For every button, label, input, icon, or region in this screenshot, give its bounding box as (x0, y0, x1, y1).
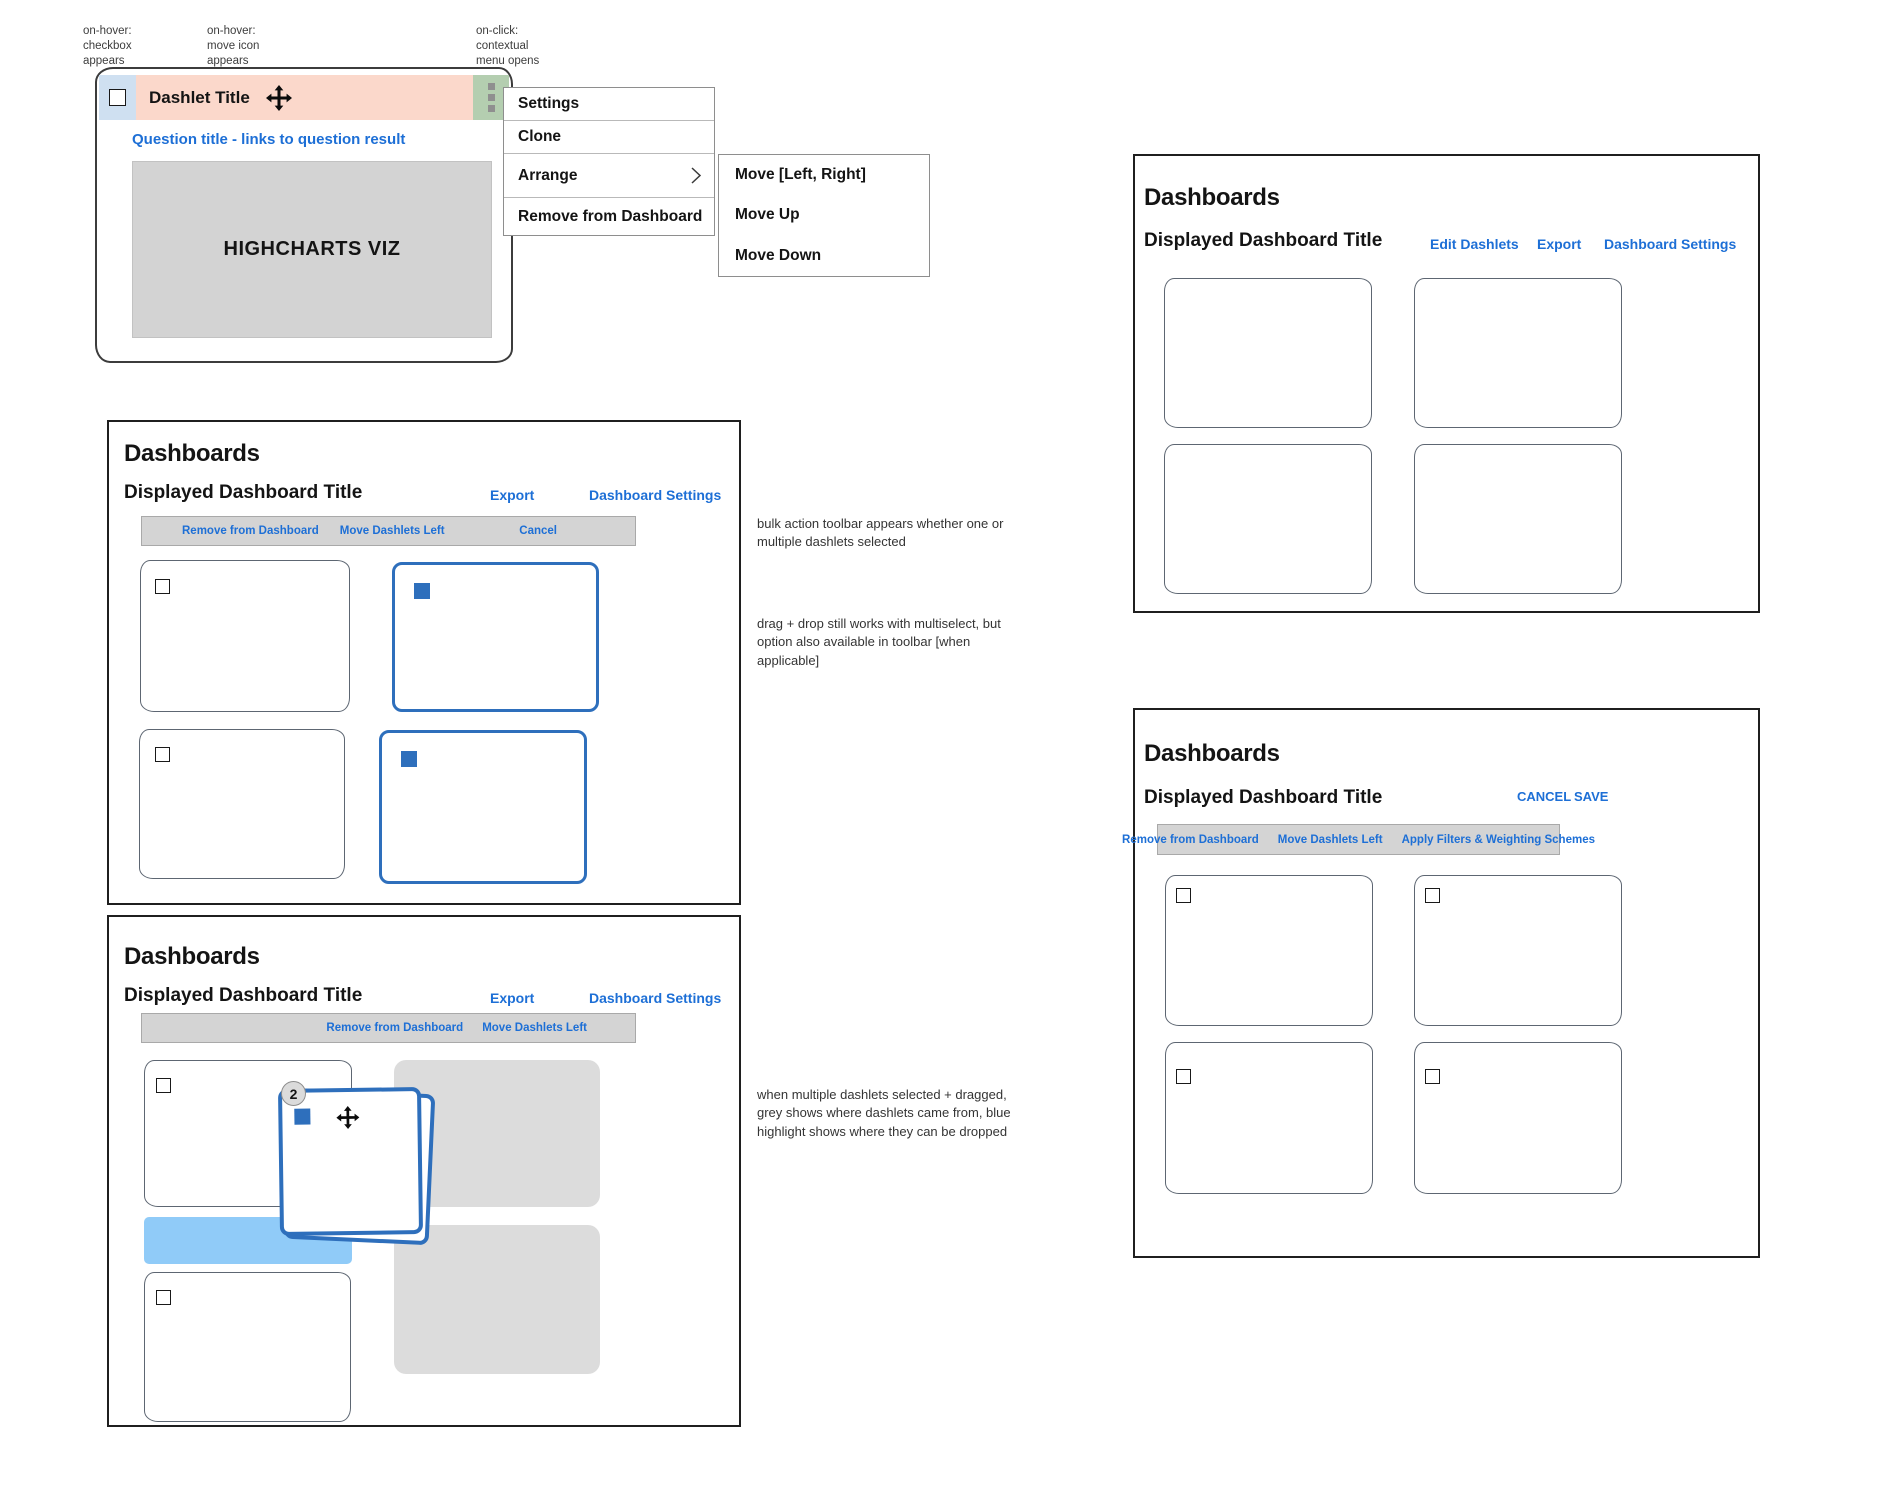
dashlet-card[interactable] (139, 729, 345, 879)
dashlet-checkbox-checked (294, 1108, 311, 1125)
page-title: Dashboards (124, 943, 260, 970)
dashlet-card-selected[interactable] (379, 730, 587, 884)
annotation-click-menu: on-click: contextual menu opens (476, 25, 540, 68)
export-link[interactable]: Export (490, 990, 535, 1006)
dashlet-checkbox[interactable] (156, 1078, 171, 1093)
toolbar-remove-link[interactable]: Remove from Dashboard (1122, 833, 1259, 846)
dragged-dashlet-stack[interactable]: 2 (275, 1081, 447, 1255)
submenu-chevron-icon (690, 166, 702, 185)
submenu-item-move-down[interactable]: Move Down (719, 236, 929, 276)
menu-item-label: Move Down (735, 246, 822, 264)
dashboard-title: Displayed Dashboard Title (1144, 230, 1383, 251)
annotation-hover-checkbox: on-hover: checkbox appears (83, 25, 132, 68)
bulk-action-toolbar: Remove from Dashboard Move Dashlets Left… (141, 516, 636, 546)
cancel-link[interactable]: CANCEL (1517, 789, 1572, 804)
drag-count-badge: 2 (281, 1081, 306, 1106)
toolbar-remove-link[interactable]: Remove from Dashboard (326, 1022, 464, 1034)
panel-dashboards-edit: Dashboards Displayed Dashboard Title CAN… (1122, 708, 1760, 1258)
dashboard-settings-link[interactable]: Dashboard Settings (1604, 236, 1737, 252)
context-menu: Settings Clone Arrange Remove from Dashb… (503, 87, 715, 236)
submenu-item-move-up[interactable]: Move Up (719, 195, 929, 235)
viz-label: HIGHCHARTS VIZ (223, 238, 401, 260)
menu-item-label: Settings (518, 95, 580, 112)
question-title-link[interactable]: Question title - links to question resul… (132, 131, 406, 148)
dashlet-preview-card: Dashlet Title Question title - links to … (95, 67, 513, 363)
submenu-item-move-left-right[interactable]: Move [Left, Right] (719, 155, 929, 195)
panel-dashboards-multiselect: Dashboards Displayed Dashboard Title Exp… (107, 420, 741, 905)
move-icon (336, 1106, 360, 1130)
annotation-multi-drag: when multiple dashlets selected + dragge… (757, 1087, 1011, 1139)
dashlet-checkbox[interactable] (1176, 1069, 1191, 1084)
toolbar-remove-link[interactable]: Remove from Dashboard (182, 525, 319, 537)
menu-item-label: Move [Left, Right] (735, 166, 866, 184)
move-icon[interactable] (265, 84, 292, 111)
toolbar-move-left-link[interactable]: Move Dashlets Left (1277, 833, 1383, 846)
export-link[interactable]: Export (490, 487, 535, 503)
dashlet-title: Dashlet Title (149, 87, 250, 107)
menu-item-clone[interactable]: Clone (504, 121, 714, 154)
dashlet-card[interactable] (1414, 444, 1622, 594)
save-link[interactable]: SAVE (1574, 789, 1609, 804)
dashlet-checkbox[interactable] (109, 89, 126, 106)
dashlet-title-bar[interactable]: Dashlet Title (136, 75, 473, 120)
dashlet-card-selected[interactable] (392, 562, 599, 712)
dashlet-checkbox[interactable] (1176, 888, 1191, 903)
annotation-bulk-toolbar: bulk action toolbar appears whether one … (757, 516, 1004, 550)
dashboard-settings-link[interactable]: Dashboard Settings (589, 990, 722, 1006)
dashlet-checkbox[interactable] (156, 1290, 171, 1305)
dashlet-checkbox-zone (99, 75, 136, 120)
dashboard-title: Displayed Dashboard Title (1144, 787, 1383, 808)
menu-item-label: Move Up (735, 206, 800, 224)
toolbar-move-left-link[interactable]: Move Dashlets Left (482, 1022, 587, 1034)
bulk-action-toolbar: Remove from Dashboard Move Dashlets Left… (1122, 824, 1595, 855)
edit-dashlets-link[interactable]: Edit Dashlets (1430, 236, 1519, 252)
dashboard-settings-link[interactable]: Dashboard Settings (589, 487, 722, 503)
toolbar-move-left-link[interactable]: Move Dashlets Left (339, 525, 445, 537)
toolbar-cancel-link[interactable]: Cancel (519, 525, 557, 537)
dashboard-title: Displayed Dashboard Title (124, 985, 363, 1006)
dashlet-checkbox-checked[interactable] (401, 751, 417, 767)
dashlet-card[interactable] (1165, 1042, 1373, 1194)
dashlet-checkbox[interactable] (155, 579, 170, 594)
dashlet-card[interactable] (140, 560, 350, 712)
page-title: Dashboards (1144, 740, 1280, 767)
annotation-hover-move: on-hover: move icon appears (207, 25, 260, 68)
context-submenu: Move [Left, Right] Move Up Move Down (718, 154, 930, 277)
annotation-drag-drop: drag + drop still works with multiselect… (757, 616, 1001, 668)
dashlet-ghost-origin (394, 1225, 600, 1374)
panel-dashboards-view: Dashboards Displayed Dashboard Title Edi… (1133, 154, 1760, 613)
dashlet-card[interactable] (1414, 875, 1622, 1026)
dashlet-card[interactable] (144, 1272, 351, 1422)
dashlet-checkbox[interactable] (1425, 1069, 1440, 1084)
page-title: Dashboards (124, 440, 260, 467)
dashlet-card[interactable] (1165, 875, 1373, 1026)
dashlet-header: Dashlet Title (99, 75, 509, 120)
dashlet-card[interactable] (1164, 444, 1372, 594)
dashlet-card[interactable] (1414, 1042, 1622, 1194)
menu-item-label: Arrange (518, 166, 578, 184)
menu-item-label: Clone (518, 128, 562, 145)
dragged-dashlet-front (277, 1087, 424, 1236)
dashlet-checkbox[interactable] (155, 747, 170, 762)
menu-item-remove-from-dashboard[interactable]: Remove from Dashboard (504, 198, 714, 235)
toolbar-apply-filters-link[interactable]: Apply Filters & Weighting Schemes (1401, 833, 1595, 846)
menu-item-settings[interactable]: Settings (504, 88, 714, 121)
dashboard-title: Displayed Dashboard Title (124, 482, 363, 503)
page-title: Dashboards (1144, 184, 1280, 211)
highcharts-viz-placeholder: HIGHCHARTS VIZ (132, 161, 492, 338)
dashlet-card[interactable] (1164, 278, 1372, 428)
menu-item-label: Remove from Dashboard (518, 207, 703, 225)
panel-dashboards-drag: Dashboards Displayed Dashboard Title Exp… (107, 915, 741, 1427)
dashlet-checkbox-checked[interactable] (414, 583, 430, 599)
export-link[interactable]: Export (1537, 236, 1582, 252)
dashlet-card[interactable] (1414, 278, 1622, 428)
bulk-action-toolbar: Remove from Dashboard Move Dashlets Left (141, 1013, 636, 1043)
dashlet-checkbox[interactable] (1425, 888, 1440, 903)
menu-item-arrange[interactable]: Arrange (504, 154, 714, 198)
